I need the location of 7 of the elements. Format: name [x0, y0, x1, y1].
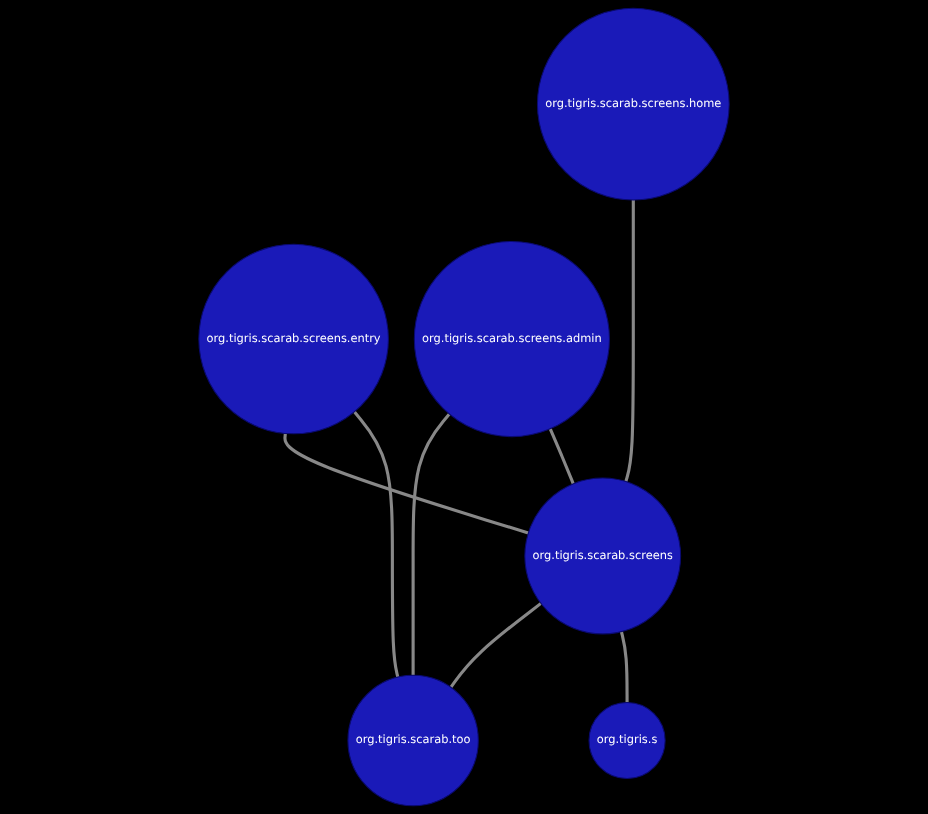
connector	[353, 410, 400, 678]
connector	[624, 200, 635, 483]
connector	[548, 428, 575, 485]
connector	[449, 602, 542, 689]
connector	[619, 631, 629, 703]
connector	[283, 433, 529, 535]
connector	[411, 412, 451, 676]
